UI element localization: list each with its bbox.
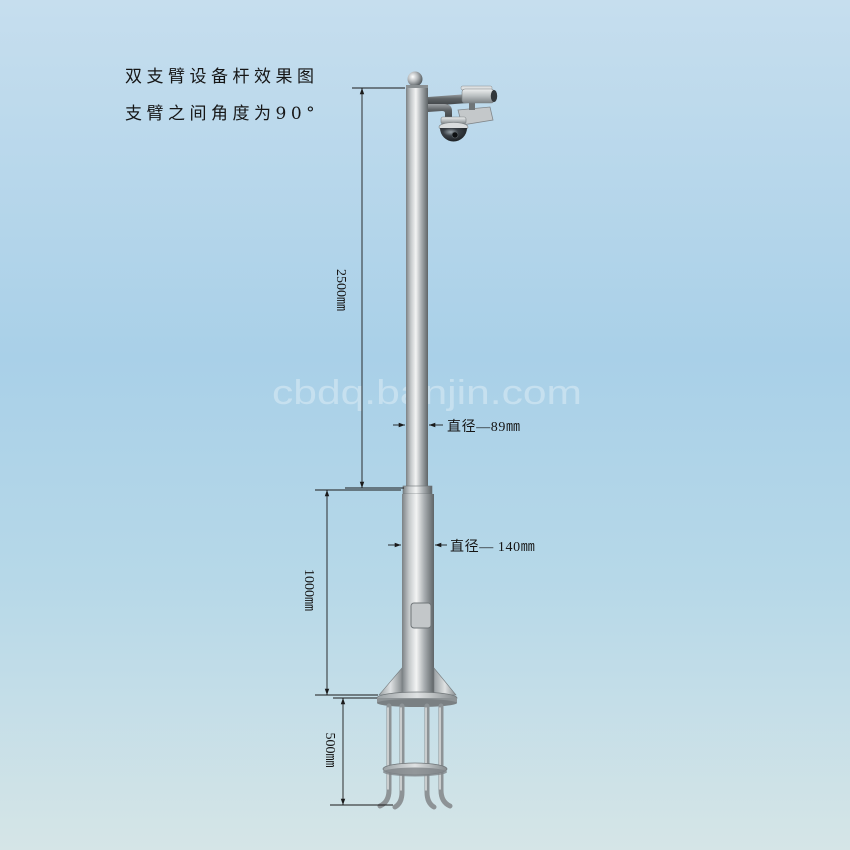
bullet-camera-body: [461, 88, 495, 104]
pole-collar: [402, 485, 433, 495]
diagram-title: 双支臂设备杆效果图: [125, 67, 319, 87]
lower-pole: [402, 494, 434, 694]
pole-top-cap: [406, 85, 428, 89]
bullet-camera-icon: [457, 85, 498, 126]
bullet-camera-lens: [490, 90, 498, 102]
dim-upper-label: 2500㎜: [333, 269, 348, 311]
flange-plate-bottom: [377, 699, 457, 707]
dim-lower-dia-label: 直径— 140㎜: [450, 538, 535, 555]
upper-pole: [406, 88, 428, 488]
dimension-foundation-height: 500㎜: [322, 697, 393, 806]
dimension-upper-diameter: 直径—89㎜: [393, 418, 521, 435]
dim-upper-dia-label: 直径—89㎜: [447, 418, 521, 435]
lower-arm: [428, 104, 452, 119]
diagram-subtitle: 支臂之间角度为90°: [125, 104, 319, 124]
pole: [402, 71, 434, 694]
dimension-lower-height: 1000㎜: [301, 489, 401, 696]
access-door: [410, 602, 432, 629]
pole-top-ball: [407, 71, 423, 87]
dimension-lower-diameter: 直径— 140㎜: [388, 538, 535, 555]
dome-camera-icon: [438, 116, 469, 142]
bullet-camera-neck: [469, 101, 475, 110]
anchor-rod-4: [438, 703, 453, 809]
flange-fin-right: [433, 667, 457, 696]
anchor-cage: [377, 703, 453, 810]
anchor-rod-2: [392, 703, 405, 810]
flange-fin-left: [378, 667, 403, 696]
anchor-rod-3: [424, 703, 437, 810]
dome-camera-lens: [451, 131, 459, 139]
upper-arm: [428, 94, 468, 106]
dim-lower-label: 1000㎜: [301, 569, 316, 611]
camera-arms: [428, 94, 468, 119]
dim-foundation-label: 500㎜: [322, 733, 337, 768]
base-flange: [376, 667, 458, 707]
cage-mid-disc-edge: [383, 767, 447, 777]
dimension-upper-height: 2500㎜: [333, 87, 405, 489]
